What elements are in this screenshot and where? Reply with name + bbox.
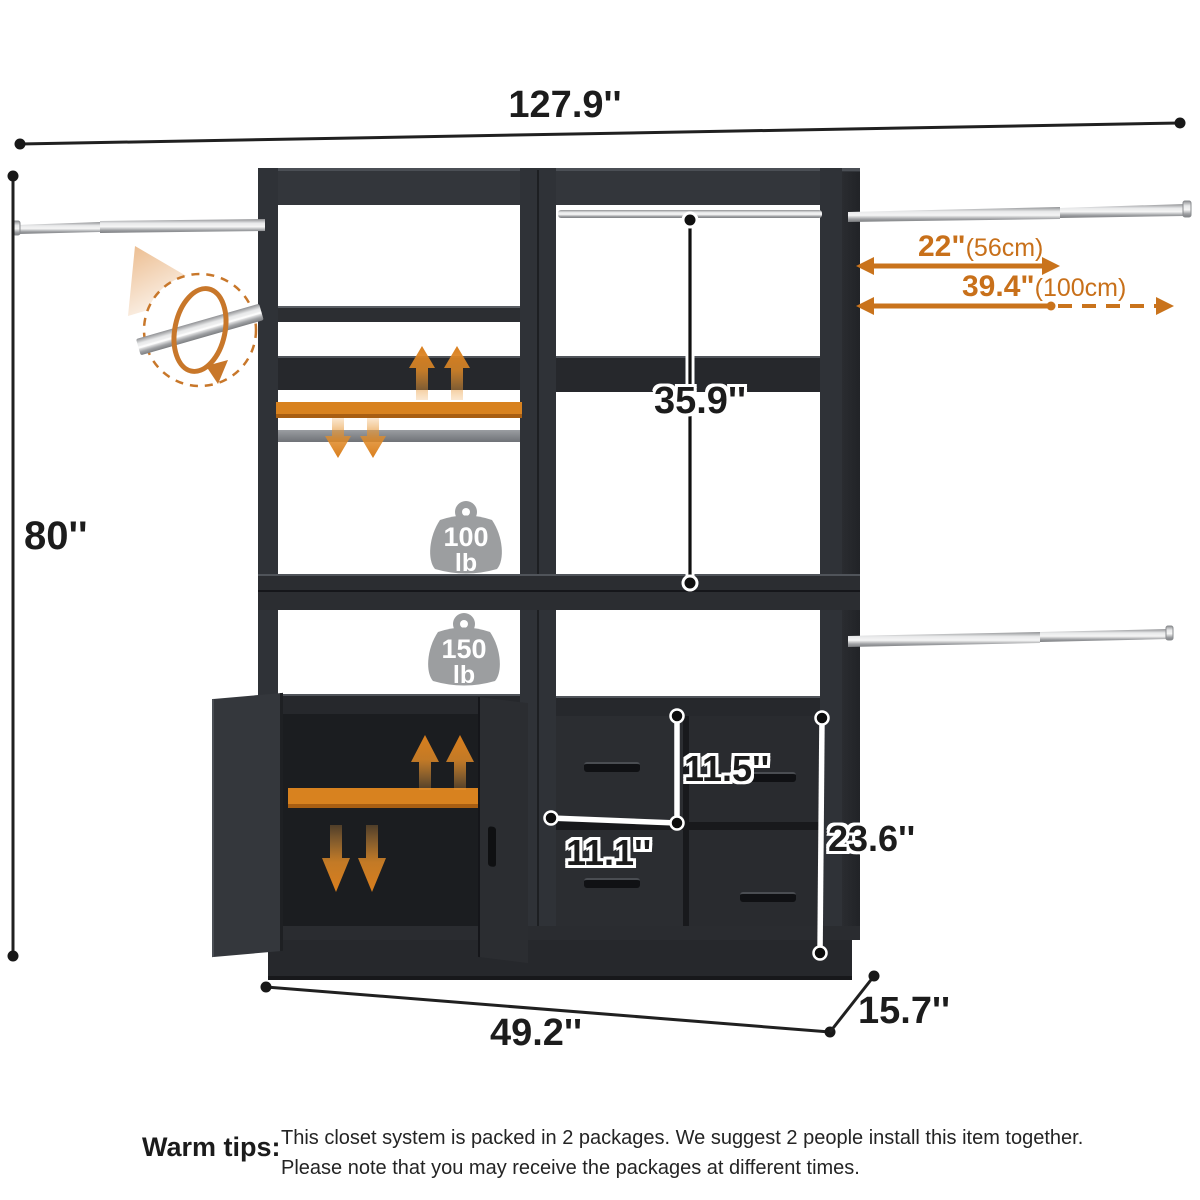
- dimension-line-hang-height: [681, 211, 699, 592]
- rod-long-length-label: 39.4"(100cm): [962, 270, 1127, 303]
- warm-tips-line2: Please note that you may receive the pac…: [281, 1157, 860, 1179]
- dim-depth-label: 15.7'': [858, 990, 951, 1032]
- drawer-bottom-right: [689, 830, 820, 926]
- unit-seam-line: [258, 590, 860, 592]
- closet-right-side-depth: [842, 172, 860, 940]
- closet-bottom-rail: [258, 926, 860, 940]
- dim-hang-height-label: 35.9'': [653, 380, 747, 422]
- right-lower-extendable-rod-icon: [848, 625, 1174, 647]
- drawer-handle: [740, 892, 796, 902]
- dim-drawer-width-label: 11.1'': [566, 832, 652, 873]
- right-top-extendable-rod-icon: [848, 200, 1192, 222]
- weight-icon: [430, 501, 502, 574]
- unit-seam-band: [258, 574, 860, 610]
- weight-icon: [428, 613, 500, 686]
- closet-base: [268, 940, 852, 980]
- left-extendable-rod-icon: [12, 219, 265, 236]
- closet-top-panel: [258, 168, 860, 205]
- dimension-line-depth: [828, 970, 880, 1033]
- dim-lower-unit-height-label: 23.6'': [828, 818, 916, 859]
- adjustable-shelf-highlight: [276, 402, 522, 418]
- dim-total-height-label: 80'': [24, 514, 88, 558]
- dimension-line-total-height: [7, 170, 19, 962]
- rotating-rod-icon: [128, 246, 264, 388]
- right-shelf-above-drawers: [556, 696, 820, 718]
- left-shelf-thick: [278, 356, 520, 390]
- rod-short-extension-arrow: [856, 257, 1060, 275]
- warm-tips-label: Warm tips:: [142, 1132, 281, 1162]
- dimension-line-lower-unit-height: [812, 710, 830, 961]
- closet-center-seam: [537, 170, 539, 938]
- dim-drawer-height-label: 11.5'': [684, 748, 770, 789]
- cabinet-adjustable-shelf: [288, 788, 500, 808]
- dimension-line-drawer: [543, 708, 685, 831]
- adjust-arrow-icon: [322, 735, 474, 892]
- drawer-handle: [584, 762, 640, 772]
- drawer-handle: [740, 772, 796, 782]
- warm-tips-line1: This closet system is packed in 2 packag…: [281, 1127, 1084, 1149]
- left-shelf-thin: [278, 306, 520, 322]
- dimension-line-total-width: [14, 117, 1186, 150]
- dim-total-width-label: 127.9'': [508, 84, 622, 126]
- left-shelf-above-cabinet: [278, 694, 520, 716]
- rod-short-length-label: 22"(56cm): [918, 230, 1044, 263]
- drawer-handle: [584, 878, 640, 888]
- dim-unit-width-label: 49.2'': [489, 1012, 583, 1054]
- rod-long-extension-arrow: [856, 297, 1174, 315]
- adjust-arrow-icon: [325, 346, 470, 458]
- closet-right-panel: [820, 168, 842, 940]
- drawer-top-right: [689, 716, 820, 822]
